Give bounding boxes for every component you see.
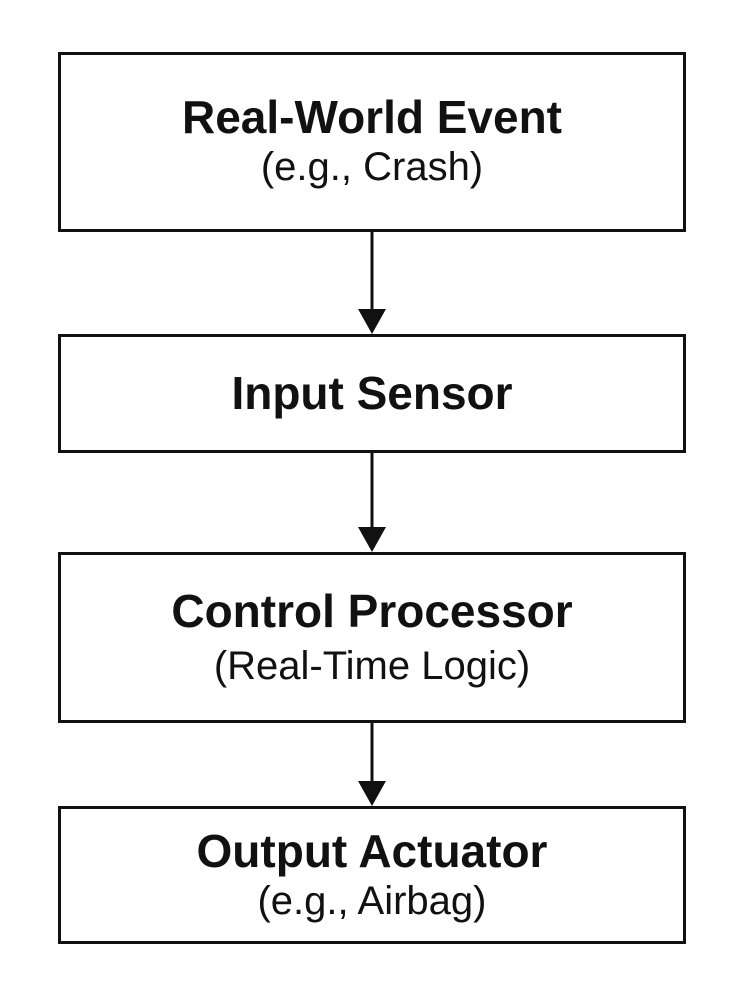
node-subtitle: (e.g., Crash)	[260, 145, 484, 190]
arrow-processor-to-actuator	[358, 723, 386, 806]
node-output-actuator: Output Actuator (e.g., Airbag)	[58, 806, 686, 944]
node-title: Real-World Event	[182, 90, 562, 143]
arrow-sensor-to-processor	[358, 453, 386, 552]
node-input-sensor: Input Sensor	[58, 334, 686, 453]
node-subtitle: (e.g., Airbag)	[257, 879, 487, 924]
node-title: Output Actuator	[196, 824, 548, 877]
node-title: Input Sensor	[231, 367, 513, 420]
node-control-processor: Control Processor (Real-Time Logic)	[58, 552, 686, 723]
node-real-world-event: Real-World Event (e.g., Crash)	[58, 52, 686, 232]
node-title: Control Processor	[171, 585, 573, 638]
node-subtitle: (Real-Time Logic)	[213, 643, 531, 688]
arrow-event-to-sensor	[358, 232, 386, 334]
